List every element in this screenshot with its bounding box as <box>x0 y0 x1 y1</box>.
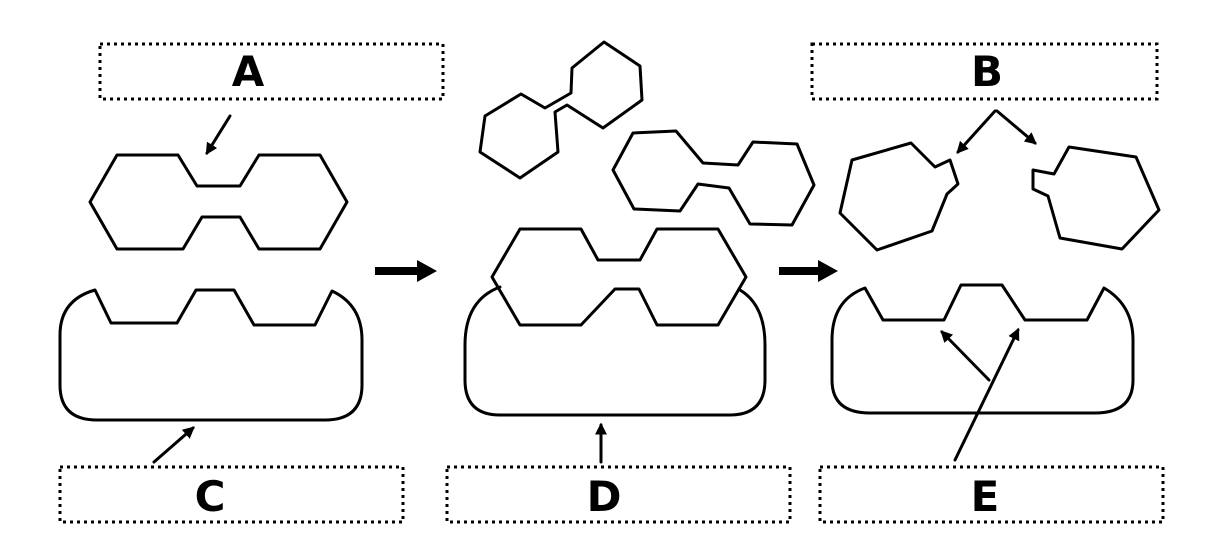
arrow-a-to-substrate <box>205 114 232 156</box>
product-molecule-right <box>1031 145 1161 251</box>
enzyme-released <box>830 283 1135 415</box>
label-box-b: B <box>810 42 1159 101</box>
arrow-e-to-active-site-left <box>940 330 991 382</box>
label-c: C <box>195 472 226 521</box>
product-molecule-left <box>838 141 960 252</box>
arrow-b-to-product-right <box>995 109 1037 145</box>
enzyme <box>58 288 364 422</box>
label-b: B <box>971 47 1003 96</box>
label-d: D <box>587 472 622 521</box>
label-a: A <box>232 47 265 96</box>
label-box-d: D <box>445 465 792 524</box>
label-box-a: A <box>98 42 445 101</box>
label-box-c: C <box>58 465 405 524</box>
process-arrow-2 <box>779 260 838 282</box>
substrate-molecule <box>88 153 349 251</box>
arrow-c-to-enzyme <box>152 426 195 464</box>
enzyme-substrate-complex-enzyme <box>463 285 767 417</box>
enzyme-substrate-complex-substrate <box>490 227 748 327</box>
arrow-b-to-product-left <box>956 109 997 154</box>
label-e: E <box>971 472 1000 521</box>
process-arrow-1 <box>375 260 437 282</box>
label-box-e: E <box>818 465 1165 524</box>
substrate-molecule-floating-1 <box>478 40 644 180</box>
arrow-e-to-active-site-right <box>953 327 1020 462</box>
substrate-molecule-floating-2 <box>611 129 816 227</box>
